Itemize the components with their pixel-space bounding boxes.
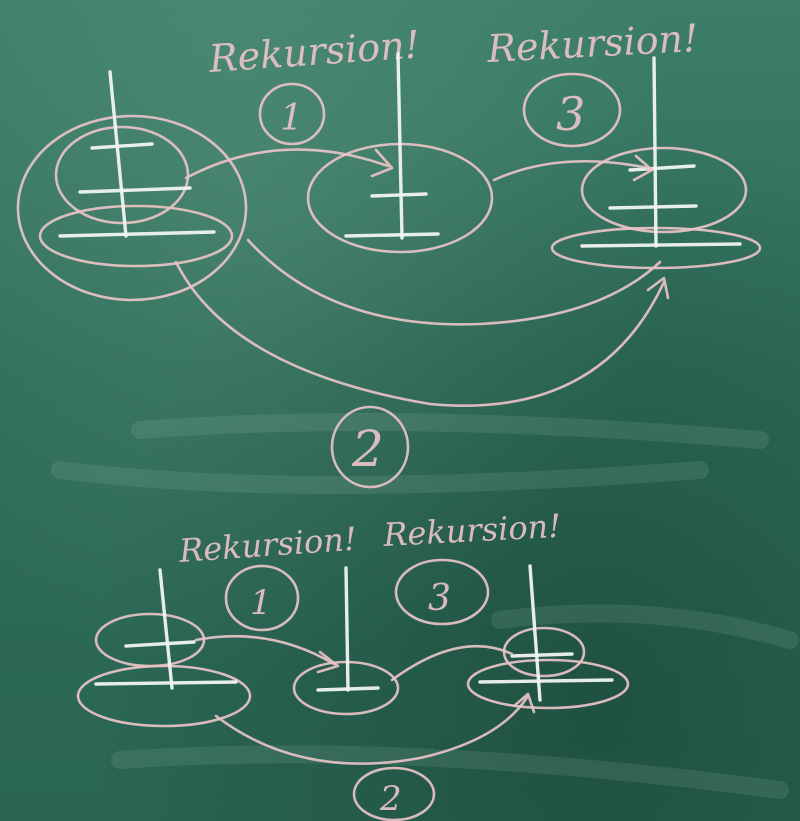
top-peg-right xyxy=(550,56,762,270)
top-arrow-step-3 xyxy=(492,154,654,182)
bottom-step-3-circle xyxy=(394,558,490,626)
top-step-3-circle xyxy=(522,72,622,148)
top-diagram: Rekursion! Rekursion! 1 3 2 xyxy=(16,16,762,489)
chalk-smudges xyxy=(51,413,799,799)
bottom-peg-right xyxy=(466,564,630,710)
top-arrow-step-2 xyxy=(174,260,670,407)
top-step-2-circle xyxy=(330,405,410,489)
bottom-label-rekursion-right: Rekursion! xyxy=(381,507,561,554)
bottom-arrow-step-3 xyxy=(390,644,514,682)
top-label-rekursion-right: Rekursion! xyxy=(485,16,699,71)
bottom-peg-left xyxy=(76,568,252,728)
bottom-step-1-circle xyxy=(224,564,300,632)
bottom-step-1-label: 1 xyxy=(250,583,272,623)
bottom-peg-middle xyxy=(292,566,400,716)
bottom-diagram: Rekursion! Rekursion! 1 3 2 xyxy=(76,507,630,821)
top-step-3-label: 3 xyxy=(556,87,585,141)
top-step-1-circle xyxy=(258,82,326,146)
top-step-1-label: 1 xyxy=(280,98,303,139)
bottom-arrow-step-1 xyxy=(194,635,340,674)
bottom-step-2-circle xyxy=(352,766,436,821)
top-arrow-big-loop xyxy=(246,238,662,326)
bottom-step-2-label: 2 xyxy=(379,779,402,819)
bottom-arrow-step-2 xyxy=(214,692,536,765)
bottom-step-3-label: 3 xyxy=(428,578,451,619)
top-label-rekursion-left: Rekursion! xyxy=(207,22,422,81)
top-peg-middle xyxy=(306,52,494,254)
bottom-label-rekursion-left: Rekursion! xyxy=(177,520,358,570)
top-peg-left xyxy=(16,70,248,302)
top-step-2-label: 2 xyxy=(351,420,384,478)
top-arrow-step-1 xyxy=(184,148,394,180)
